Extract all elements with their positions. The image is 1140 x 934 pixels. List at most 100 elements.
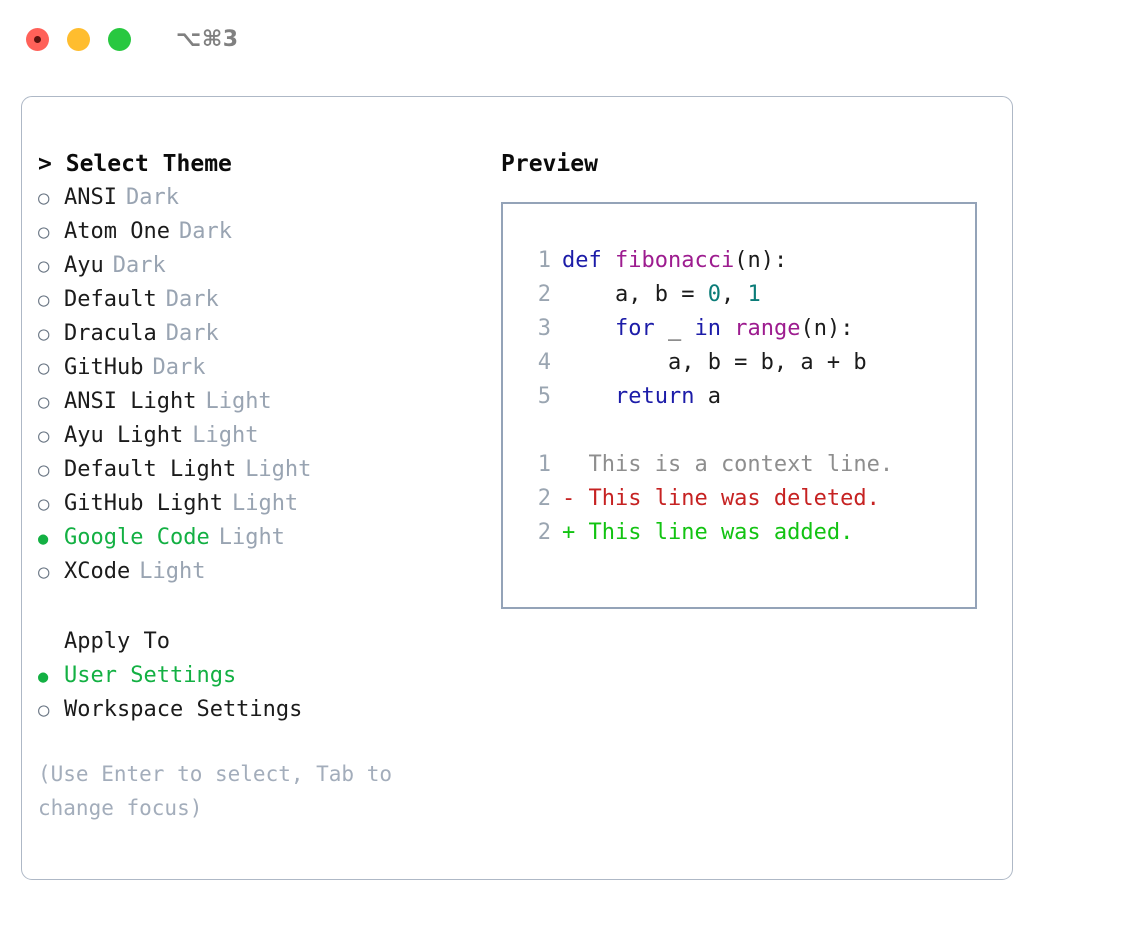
radio-unselected-icon: ○: [38, 357, 50, 379]
code-line: 3 for _ in range(n):: [521, 312, 975, 346]
token-pl: (n):: [800, 316, 854, 341]
theme-option-label: XCode: [64, 559, 131, 584]
token-kw: in: [694, 316, 721, 341]
radio-unselected-icon: ○: [38, 323, 50, 345]
token-pl: a, b = b, a + b: [562, 350, 867, 375]
theme-option-item[interactable]: ○ Dracula Dark: [38, 317, 488, 351]
line-number: 2: [537, 282, 551, 307]
token-fn: fibonacci: [614, 248, 735, 273]
page-title: > Select Theme: [38, 147, 488, 181]
apply-option-label: User Settings: [64, 663, 237, 688]
token-pl: a: [694, 384, 721, 409]
token-kw: return: [614, 384, 695, 409]
code-line: 4 a, b = b, a + b: [521, 346, 975, 380]
radio-unselected-icon: ○: [38, 699, 50, 721]
radio-unselected-icon: ○: [38, 187, 50, 209]
line-number: 1: [537, 248, 551, 273]
theme-option-label: Google Code: [64, 525, 210, 550]
theme-option-label: GitHub Light: [64, 491, 223, 516]
radio-unselected-icon: ○: [38, 459, 50, 481]
theme-option-item[interactable]: ○ ANSI Light Light: [38, 385, 488, 419]
theme-option-item[interactable]: ○ Default Light Light: [38, 453, 488, 487]
keyboard-shortcut-label: ⌥⌘3: [176, 26, 239, 52]
page-title-label: Select Theme: [65, 151, 232, 177]
token-num: 0: [707, 282, 721, 307]
spacer: [521, 414, 975, 448]
theme-option-variant-tag: Light: [218, 525, 285, 550]
code-text: return a: [562, 380, 721, 414]
code-text: def fibonacci(n):: [562, 244, 787, 278]
diff-text-del: - This line was deleted.: [562, 486, 880, 511]
token-pl: ,: [720, 282, 748, 307]
theme-option-variant-tag: Dark: [165, 321, 219, 346]
radio-unselected-icon: ○: [38, 391, 50, 413]
close-window-button[interactable]: [26, 27, 49, 51]
line-number: 2: [537, 520, 551, 545]
diff-text-add: + This line was added.: [562, 520, 854, 545]
token-pl: [562, 384, 615, 409]
line-number: 5: [537, 384, 551, 409]
theme-option-variant-tag: Dark: [178, 219, 232, 244]
line-number: 1: [537, 452, 551, 477]
caret-icon: >: [38, 151, 52, 177]
token-pl: (n):: [734, 248, 788, 273]
title-bar: ⌥⌘3: [0, 0, 1140, 78]
code-line: 2 a, b = 0, 1: [521, 278, 975, 312]
token-pl: [562, 316, 615, 341]
diff-line: 2 + This line was added.: [521, 516, 975, 550]
theme-option-item[interactable]: ● Google Code Light: [38, 521, 488, 555]
radio-unselected-icon: ○: [38, 255, 50, 277]
radio-unselected-icon: ○: [38, 493, 50, 515]
apply-option-item[interactable]: ● User Settings: [38, 659, 488, 693]
line-number: 4: [537, 350, 551, 375]
theme-option-variant-tag: Light: [139, 559, 206, 584]
token-fn: range: [734, 316, 801, 341]
apply-to-title: Apply To: [64, 629, 170, 654]
radio-selected-icon: ●: [38, 529, 49, 549]
line-number: 3: [537, 316, 551, 341]
apply-to-section: Apply To ● User Settings ○Workspace Settin…: [38, 625, 488, 727]
theme-option-label: Atom One: [64, 219, 170, 244]
theme-option-label: ANSI Light: [64, 389, 197, 414]
theme-option-variant-tag: Light: [231, 491, 299, 516]
radio-selected-icon: ●: [38, 667, 49, 687]
apply-option-item[interactable]: ○Workspace Settings: [38, 693, 488, 727]
diff-line: 2- This line was deleted.: [521, 482, 975, 516]
theme-option-label: Default Light: [64, 457, 237, 482]
theme-option-variant-tag: Dark: [112, 253, 166, 278]
theme-option-label: Default: [64, 287, 157, 312]
theme-option-variant-tag: Dark: [152, 355, 206, 380]
radio-unselected-icon: ○: [38, 289, 50, 311]
theme-option-item[interactable]: ○ GitHub Light Light: [38, 487, 488, 521]
theme-option-variant-tag: Dark: [125, 185, 179, 210]
theme-option-variant-tag: Light: [192, 423, 259, 448]
code-line: 1 def fibonacci(n):: [521, 244, 975, 278]
theme-option-variant-tag: Light: [245, 457, 312, 482]
token-kw: for: [614, 316, 655, 341]
theme-option-label: Dracula: [64, 321, 157, 346]
diff-text-ctx: This is a context line.: [562, 452, 894, 477]
token-kw: def: [562, 248, 615, 273]
maximize-window-button[interactable]: [108, 27, 131, 51]
token-pl: [721, 316, 734, 341]
token-num: 1: [747, 282, 761, 307]
preview-title: Preview: [501, 151, 598, 177]
keyboard-hint: (Use Enter to select, Tab to change focu…: [38, 762, 405, 820]
theme-option-variant-tag: Light: [205, 389, 272, 414]
minimize-window-button[interactable]: [67, 27, 90, 51]
code-text: for _ in range(n):: [562, 312, 853, 346]
